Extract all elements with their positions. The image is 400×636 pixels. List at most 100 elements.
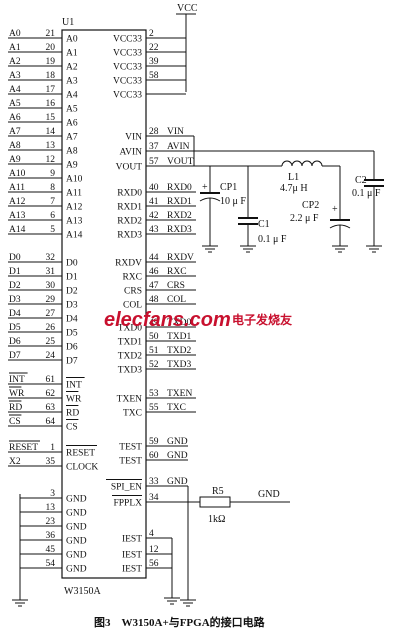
left-pin-name: INT: [66, 381, 82, 391]
left-pin-name: A0: [66, 35, 78, 45]
right-pin-name: VCC33: [113, 77, 142, 87]
right-pin-net: RXD3: [167, 225, 192, 235]
right-pin-name: VCC33: [113, 63, 142, 73]
right-pin-12: IEST 12: [122, 545, 172, 561]
left-pin-number: 15: [46, 113, 56, 123]
left-pin-number: 6: [50, 211, 55, 221]
left-pin-number: 31: [46, 267, 56, 277]
right-pin-name: AVIN: [119, 148, 142, 158]
left-pin-name: D6: [66, 343, 78, 353]
cp1-gnd-symbol: [202, 245, 218, 253]
left-pin-number: 13: [46, 503, 56, 513]
left-pin-name: D3: [66, 301, 78, 311]
right-pin-name: TEST: [119, 443, 142, 453]
right-pin-name: TXD3: [118, 366, 143, 376]
left-pin-number: 27: [46, 309, 56, 319]
right-pin-number: 34: [149, 493, 159, 503]
left-pin-name: D4: [66, 315, 78, 325]
r5-ref: R5: [212, 486, 224, 497]
left-pin-number: 24: [46, 351, 56, 361]
right-pin-number: 56: [149, 559, 159, 569]
vcc-rail: VCC: [176, 3, 198, 92]
right-pin-name: RXC: [122, 273, 142, 283]
c2-gnd-symbol: [366, 245, 382, 253]
left-pin-net: A1: [9, 43, 21, 53]
left-pin-number: 19: [46, 57, 56, 67]
left-pin-name: A14: [66, 231, 83, 241]
right-pin-number: 53: [149, 389, 159, 399]
right-pin-name: VCC33: [113, 49, 142, 59]
right-pin-number: 42: [149, 211, 159, 221]
left-pin-name: A7: [66, 133, 78, 143]
right-pin-number: 12: [149, 545, 159, 555]
right-pin-net: COL: [167, 295, 186, 305]
left-pin-number: 5: [50, 225, 55, 235]
r5-network: GND R5 1kΩ: [148, 486, 290, 525]
cp2-plus: +: [332, 204, 338, 215]
left-pin-name: A6: [66, 119, 78, 129]
left-pin-number: 3: [50, 489, 55, 499]
left-pin-net: D3: [9, 295, 21, 305]
right-pin-name: TXC: [123, 409, 142, 419]
left-pin-number: 8: [50, 183, 55, 193]
right-pin-name: TXEN: [117, 395, 142, 405]
right-pin-vcc-4: VCC33: [113, 91, 186, 101]
right-pin-net: GND: [167, 477, 188, 487]
left-pin-net: CS: [9, 417, 21, 427]
left-pin-net: RD: [9, 403, 22, 413]
left-pin-number: 21: [46, 29, 56, 39]
vcc-label: VCC: [177, 3, 198, 14]
left-pin-number: 61: [46, 375, 56, 385]
left-pin-number: 16: [46, 99, 56, 109]
c1-gnd-symbol: [240, 245, 256, 253]
left-pin-number: 36: [46, 531, 56, 541]
left-pin-number: 13: [46, 141, 56, 151]
right-pin-number: 58: [149, 71, 159, 81]
right-pin-net: CRS: [167, 281, 185, 291]
right-pin-number: 48: [149, 295, 159, 305]
left-pin-name: GND: [66, 495, 87, 505]
right-pin-name: IEST: [122, 551, 142, 561]
left-pin-net: A12: [9, 197, 26, 207]
cp2-gnd-symbol: [332, 245, 348, 253]
right-pin-number: 50: [149, 332, 159, 342]
left-pin-net: A14: [9, 225, 26, 235]
right-pin-number: 57: [149, 157, 159, 167]
left-pin-name: A5: [66, 105, 78, 115]
figure-caption: 图3 W3150A+与FPGA的接口电路: [94, 615, 266, 629]
left-pin-number: 1: [50, 443, 55, 453]
r5-value: 1kΩ: [208, 514, 225, 525]
left-pin-number: 23: [46, 517, 56, 527]
left-gnd-symbol: [12, 599, 28, 607]
left-pin-number: 64: [46, 417, 56, 427]
right-pin-name: RXD2: [117, 217, 142, 227]
right-pin-name: IEST: [122, 565, 142, 575]
left-pin-net: X2: [9, 457, 21, 467]
